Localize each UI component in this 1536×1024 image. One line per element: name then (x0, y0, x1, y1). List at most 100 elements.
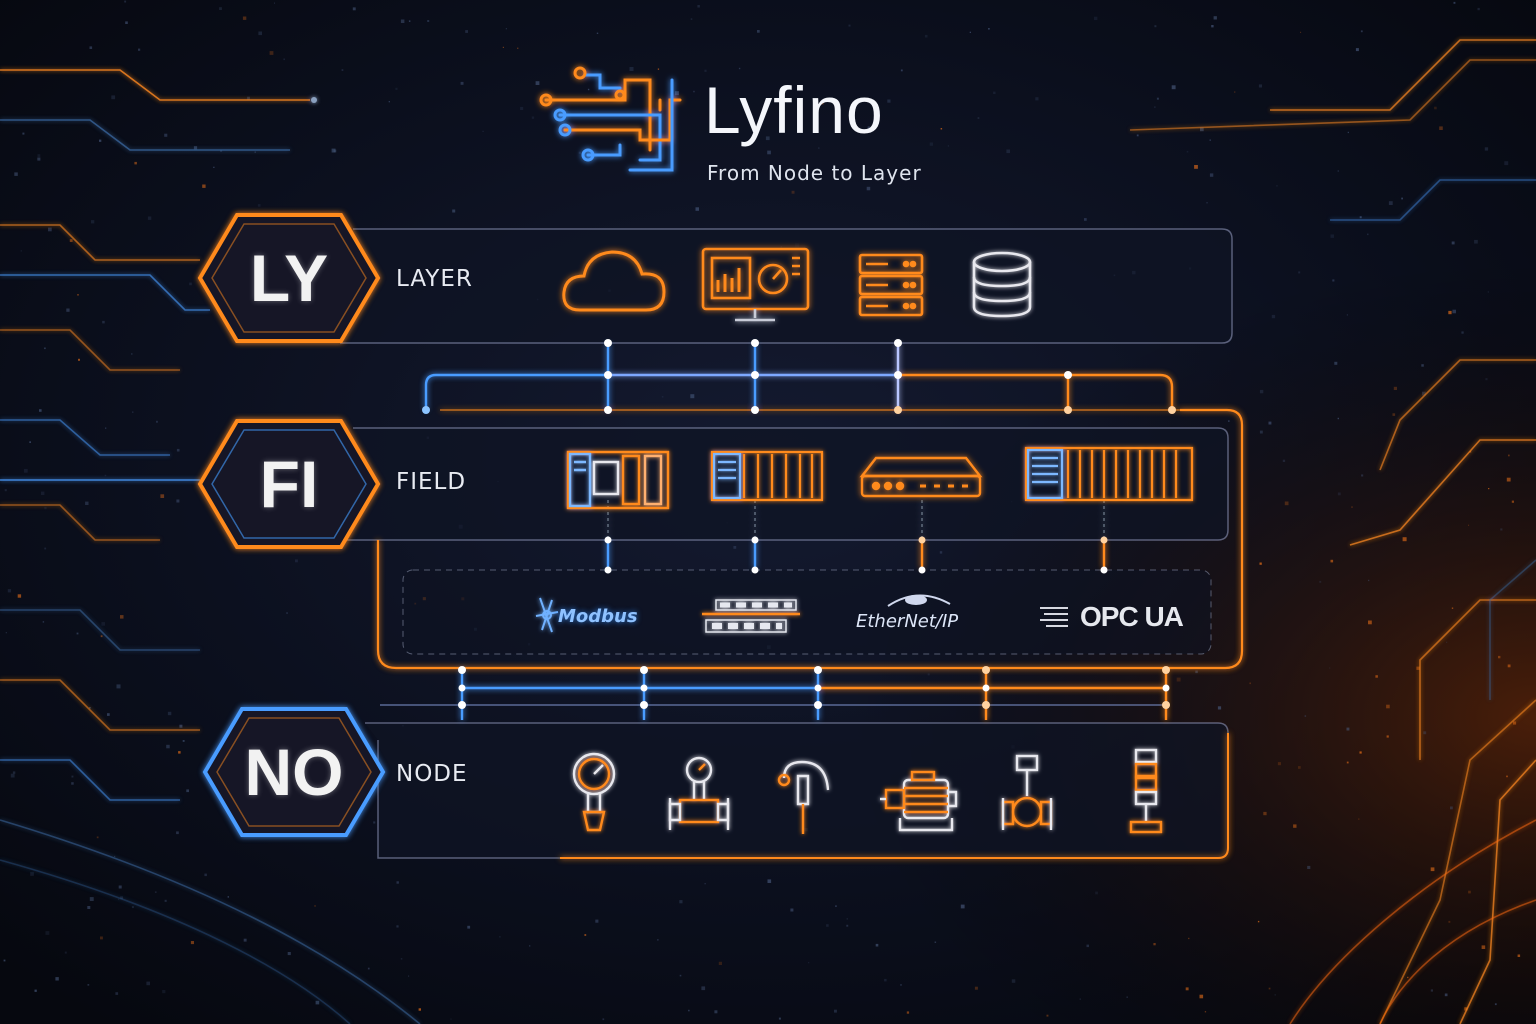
particle (105, 427, 107, 429)
particle (1446, 641, 1448, 643)
particle (1481, 945, 1486, 949)
particle (505, 28, 507, 30)
signal-tower-icon (1129, 748, 1163, 834)
particle (467, 925, 471, 929)
particle (243, 938, 247, 942)
particle (1517, 954, 1521, 957)
particle (1392, 413, 1396, 416)
particle (1259, 562, 1262, 565)
particle (767, 879, 772, 883)
particle (1461, 331, 1464, 334)
particle (1416, 666, 1420, 670)
particle (164, 133, 168, 137)
particle (156, 420, 158, 423)
particle (1319, 580, 1322, 583)
particle (1439, 126, 1443, 130)
particle (1386, 704, 1390, 709)
particle (115, 992, 119, 995)
particle (333, 149, 337, 153)
particle (1185, 987, 1189, 991)
particle (120, 615, 124, 619)
particle (517, 47, 519, 49)
particle (1337, 417, 1339, 420)
particle (341, 69, 344, 71)
protocol-modbus-label: Modbus (558, 606, 638, 627)
particle (427, 20, 430, 22)
particle (1477, 7, 1480, 11)
particle (287, 952, 291, 956)
particle (131, 353, 133, 355)
particle (30, 872, 34, 876)
particle (1204, 1011, 1207, 1013)
particle (138, 48, 141, 51)
particle (1346, 314, 1348, 316)
particle (274, 2, 275, 4)
particle (1485, 378, 1488, 381)
particle (1434, 106, 1437, 110)
particle (34, 989, 37, 992)
particle (176, 499, 180, 503)
particle (465, 30, 468, 33)
particle (1513, 721, 1517, 725)
particle (220, 150, 223, 152)
particle (778, 1017, 781, 1020)
particle (1498, 655, 1501, 659)
particle (1421, 364, 1424, 367)
particle (1282, 459, 1286, 462)
particle (1086, 944, 1089, 948)
particle (87, 906, 91, 909)
particle (1276, 185, 1278, 187)
protocol-opc-ua-label: OPC UA (1080, 601, 1184, 632)
particle (1358, 818, 1360, 820)
particle (367, 967, 370, 970)
tier-code-field: FI (259, 447, 319, 521)
particle (460, 81, 464, 85)
particle (1330, 559, 1334, 563)
particle (1334, 361, 1338, 365)
particle (1171, 85, 1176, 90)
particle (3, 959, 6, 962)
particle (1211, 25, 1214, 28)
particle (1035, 97, 1039, 101)
particle (104, 474, 107, 477)
particle (164, 899, 167, 902)
particle (947, 145, 949, 147)
particle (160, 494, 165, 498)
particle (1213, 16, 1217, 20)
cloud-icon (562, 250, 666, 312)
particle (118, 898, 120, 900)
particle (757, 30, 760, 33)
particle (146, 981, 150, 986)
particle (1284, 501, 1289, 506)
particle (704, 69, 707, 72)
particle (1506, 477, 1511, 482)
particle (1194, 165, 1198, 169)
particle (1268, 987, 1271, 990)
particle (71, 775, 74, 778)
particle (66, 308, 70, 312)
particle (23, 468, 28, 473)
particle (85, 501, 89, 505)
particle (395, 87, 398, 90)
particle (529, 945, 531, 947)
tier-code-node: NO (244, 735, 344, 809)
particle (1401, 197, 1403, 200)
ethernet-ip-logo-arc (887, 594, 951, 607)
particle (132, 411, 134, 413)
particle (1274, 994, 1276, 996)
particle (315, 1000, 320, 1005)
particle (1298, 271, 1301, 274)
particle (202, 184, 206, 188)
particle (147, 216, 152, 220)
particle (661, 396, 664, 398)
particle (1448, 310, 1452, 315)
panel-field (340, 408, 1244, 670)
particle (77, 294, 79, 296)
particle (846, 924, 849, 927)
particle (826, 924, 829, 927)
particle (1079, 998, 1081, 1000)
particle (124, 0, 127, 3)
brand-tagline: From Node to Layer (707, 161, 922, 185)
particle (900, 69, 903, 72)
particle (269, 51, 274, 55)
